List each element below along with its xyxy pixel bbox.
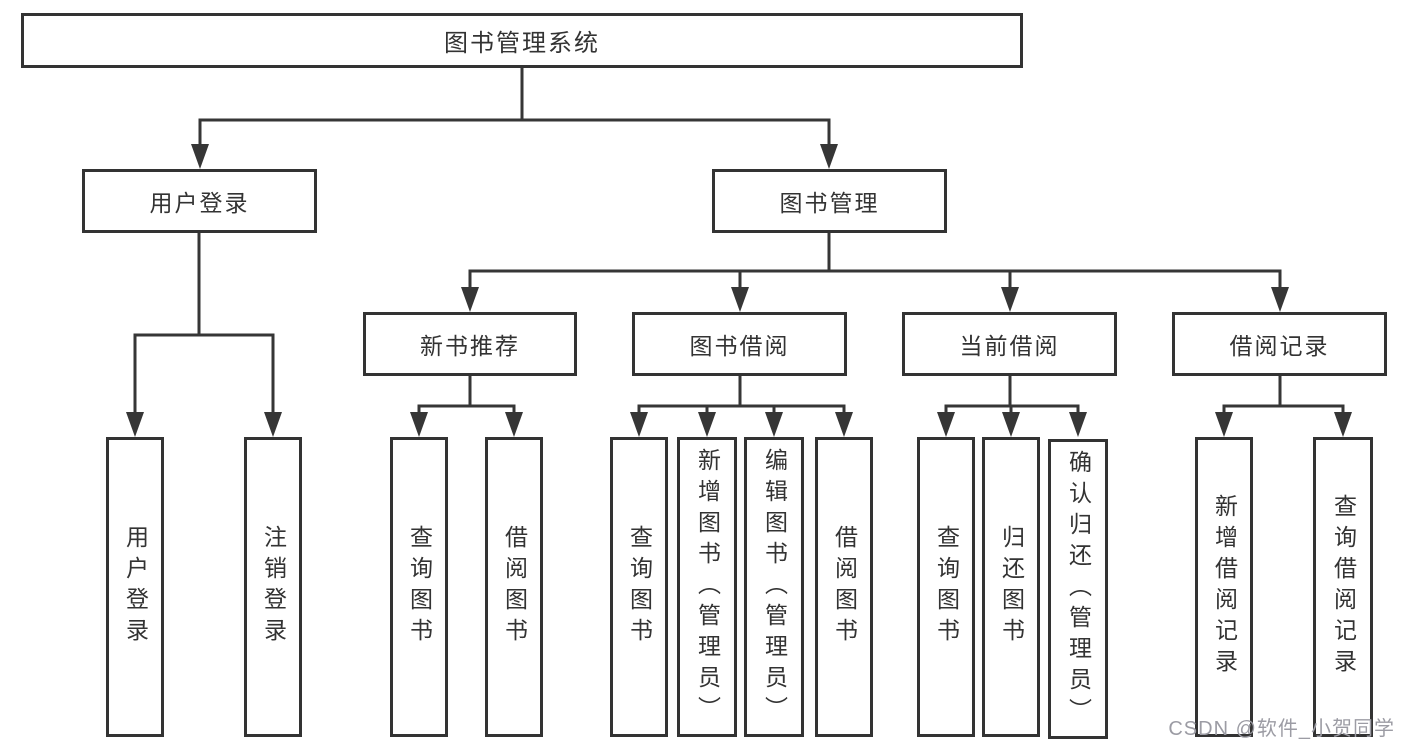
leaf-add-book-admin: 新增图书（管理员） [677, 437, 737, 737]
leaf-return-books-label: 归还图书 [998, 525, 1025, 649]
leaf-user-login-label: 用户登录 [122, 525, 149, 649]
leaf-query-books-recommend: 查询图书 [390, 437, 448, 737]
node-borrow-records: 借阅记录 [1172, 312, 1387, 376]
node-user-login: 用户登录 [82, 169, 317, 233]
node-new-book-recommend: 新书推荐 [363, 312, 577, 376]
leaf-borrow-books-borrowing: 借阅图书 [815, 437, 873, 737]
leaf-logout: 注销登录 [244, 437, 302, 737]
node-library-system: 图书管理系统 [21, 13, 1023, 68]
leaf-confirm-return-admin: 确认归还（管理员） [1048, 439, 1108, 739]
node-current-borrowing-label: 当前借阅 [959, 333, 1060, 359]
leaf-return-books: 归还图书 [982, 437, 1040, 737]
leaf-query-borrow-record-label: 查询借阅记录 [1330, 494, 1357, 680]
leaf-add-book-admin-label: 新增图书（管理员） [694, 447, 721, 727]
leaf-add-borrow-record-label: 新增借阅记录 [1211, 494, 1238, 680]
node-book-management: 图书管理 [712, 169, 947, 233]
leaf-borrow-books-recommend-label: 借阅图书 [501, 525, 528, 649]
leaf-logout-label: 注销登录 [260, 525, 287, 649]
leaf-query-borrow-record: 查询借阅记录 [1313, 437, 1373, 737]
node-current-borrowing: 当前借阅 [902, 312, 1117, 376]
leaf-query-books-current-label: 查询图书 [933, 525, 960, 649]
leaf-borrow-books-borrowing-label: 借阅图书 [831, 525, 858, 649]
leaf-query-books-current: 查询图书 [917, 437, 975, 737]
leaf-query-books-borrowing: 查询图书 [610, 437, 668, 737]
node-library-system-label: 图书管理系统 [444, 30, 600, 57]
node-book-management-label: 图书管理 [779, 190, 880, 216]
leaf-query-books-borrowing-label: 查询图书 [626, 525, 653, 649]
leaf-edit-book-admin: 编辑图书（管理员） [744, 437, 804, 737]
node-book-borrowing: 图书借阅 [632, 312, 847, 376]
csdn-watermark: CSDN @软件_小贺同学 [1168, 718, 1395, 740]
leaf-add-borrow-record: 新增借阅记录 [1195, 437, 1253, 737]
leaf-edit-book-admin-label: 编辑图书（管理员） [761, 447, 788, 727]
leaf-confirm-return-admin-label: 确认归还（管理员） [1065, 449, 1092, 729]
leaf-user-login: 用户登录 [106, 437, 164, 737]
node-book-borrowing-label: 图书借阅 [689, 333, 790, 359]
node-user-login-label: 用户登录 [149, 190, 250, 216]
node-new-book-recommend-label: 新书推荐 [420, 333, 520, 359]
leaf-borrow-books-recommend: 借阅图书 [485, 437, 543, 737]
leaf-query-books-recommend-label: 查询图书 [406, 525, 433, 649]
node-borrow-records-label: 借阅记录 [1229, 333, 1330, 359]
